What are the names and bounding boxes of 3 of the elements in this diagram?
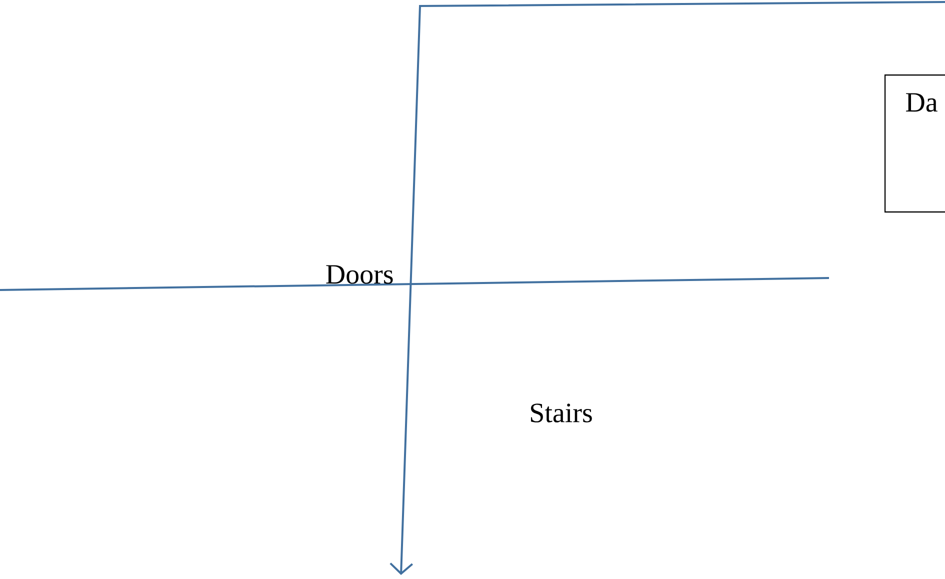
area-label: Stairs [530, 404, 592, 422]
area-label: Doors [326, 265, 393, 284]
label-box: Da [884, 74, 945, 213]
